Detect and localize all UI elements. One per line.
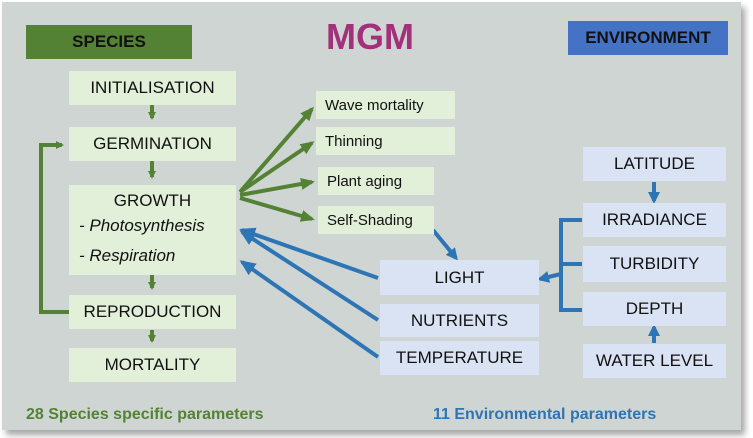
arrow-temperature-growth: [239, 260, 380, 359]
self-shading-box: Self-Shading: [318, 206, 434, 234]
germination-box: GERMINATION: [69, 127, 236, 161]
respiration-label: - Respiration: [79, 246, 176, 265]
arrow-growth-selfshading: [239, 196, 315, 222]
photosynthesis-label: - Photosynthesis: [79, 216, 205, 235]
env-params-footer: 11 Environmental parameters: [433, 406, 657, 423]
species-header: SPECIES: [26, 25, 192, 59]
temperature-box: TEMPERATURE: [380, 341, 539, 375]
environment-header: ENVIRONMENT: [568, 21, 728, 55]
arrow-selfshading-light: [431, 228, 458, 261]
arrow-growth-thinning: [238, 141, 315, 194]
growth-box: GROWTH - Photosynthesis - Respiration: [69, 185, 236, 275]
arrow-nutrients-growth: [239, 230, 380, 322]
thinning-box: Thinning: [316, 127, 455, 155]
arrow-env-light: [537, 271, 562, 283]
water-level-box: WATER LEVEL: [583, 344, 726, 378]
arrow-light-growth: [239, 227, 379, 280]
reproduction-box: REPRODUCTION: [69, 295, 236, 329]
initialisation-box: INITIALISATION: [69, 71, 236, 105]
turbidity-box: TURBIDITY: [583, 246, 726, 282]
depth-box: DEPTH: [583, 292, 726, 326]
latitude-box: LATITUDE: [583, 147, 726, 181]
species-params-footer: 28 Species specific parameters: [26, 406, 264, 423]
arrow-growth-wave: [238, 106, 314, 194]
wave-mortality-box: Wave mortality: [316, 91, 455, 119]
irradiance-box: IRRADIANCE: [583, 203, 726, 237]
model-title: MGM: [326, 16, 414, 57]
arrow-growth-aging: [239, 178, 315, 197]
light-box: LIGHT: [380, 260, 539, 295]
arrow-feedback-loop: [39, 141, 69, 314]
nutrients-box: NUTRIENTS: [380, 304, 539, 337]
mortality-box: MORTALITY: [69, 348, 236, 382]
plant-aging-box: Plant aging: [318, 167, 434, 195]
growth-label: GROWTH: [113, 191, 192, 210]
